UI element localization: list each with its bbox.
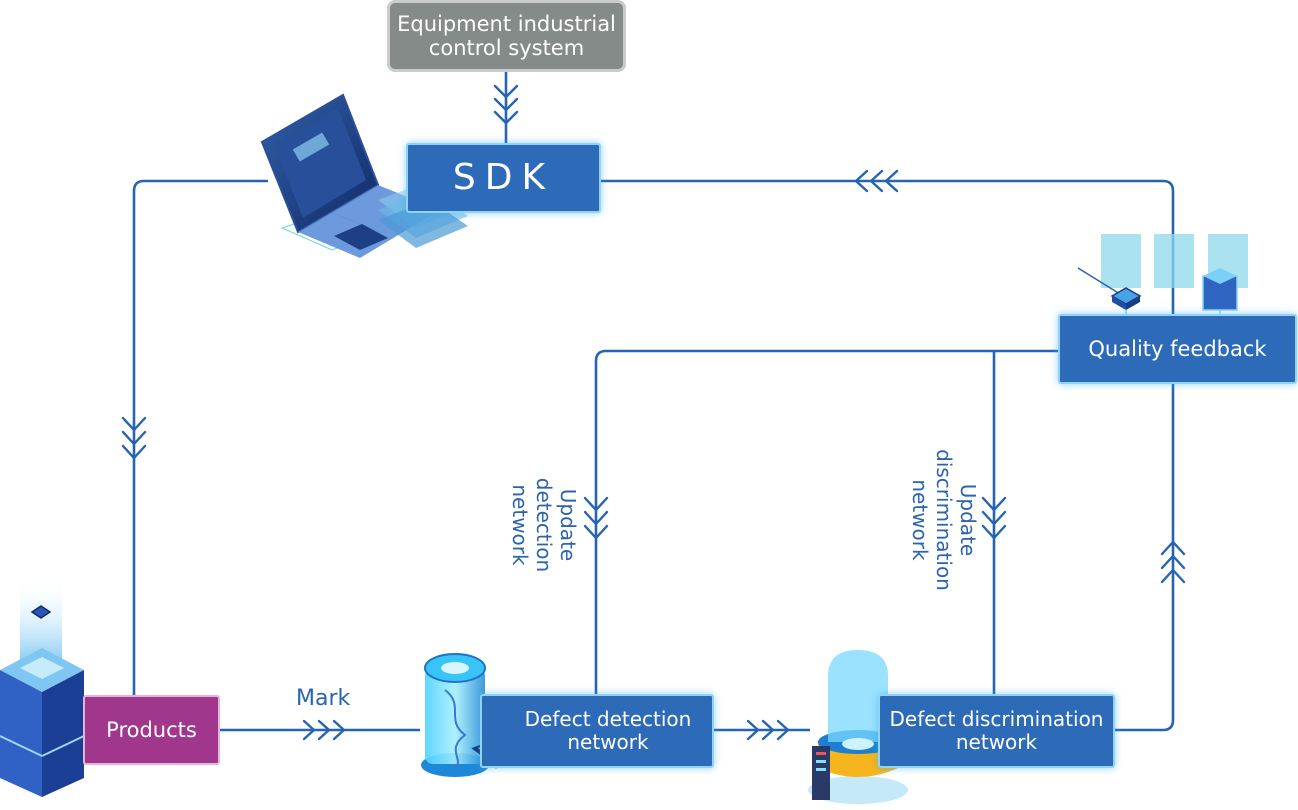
sdk-label: SDK: [452, 157, 555, 199]
products-label: Products: [106, 717, 197, 742]
feedback-to-detection-line: [594, 349, 1058, 694]
quality-feedback-label: Quality feedback: [1088, 336, 1267, 361]
update-discrimination-text: Update discrimination network: [908, 449, 980, 591]
equipment-label: Equipment industrial control system: [397, 11, 616, 60]
connector-lines: [132, 72, 1175, 732]
feedback-illustration: [1077, 234, 1248, 334]
laptop-illustration: [260, 93, 468, 258]
update-detection-text: Update detection network: [508, 477, 580, 573]
arrow-chevrons: [121, 84, 1186, 741]
mark-edge-label: Mark: [296, 686, 351, 711]
right-chevrons-icon: [302, 719, 346, 741]
discrimination-to-feedback-line: [1115, 384, 1175, 732]
down-chevrons-icon: [981, 496, 1007, 540]
sdk-to-products-line: [132, 179, 268, 695]
defect-detection-label: Defect detection network: [524, 707, 692, 754]
defect-discrimination-box: Defect discrimination network: [878, 694, 1115, 768]
update-discrimination-edge-label: Update discrimination network: [908, 420, 980, 620]
up-chevrons-icon: [1160, 540, 1186, 584]
defect-detection-box: Defect detection network: [480, 694, 714, 768]
down-chevrons-icon: [121, 416, 147, 460]
left-chevrons-icon: [854, 169, 899, 193]
feedback-to-sdk-line: [601, 179, 1175, 314]
sdk-box: SDK: [406, 143, 601, 213]
down-chevrons-icon: [583, 496, 609, 540]
right-chevrons-icon: [746, 719, 790, 741]
quality-feedback-box: Quality feedback: [1058, 314, 1297, 384]
update-detection-edge-label: Update detection network: [508, 455, 580, 595]
product-cube-illustration: [0, 576, 85, 797]
equipment-control-box: Equipment industrial control system: [387, 0, 626, 72]
down-chevrons-icon: [493, 84, 519, 125]
defect-discrimination-label: Defect discrimination network: [889, 707, 1104, 754]
products-box: Products: [83, 695, 220, 765]
